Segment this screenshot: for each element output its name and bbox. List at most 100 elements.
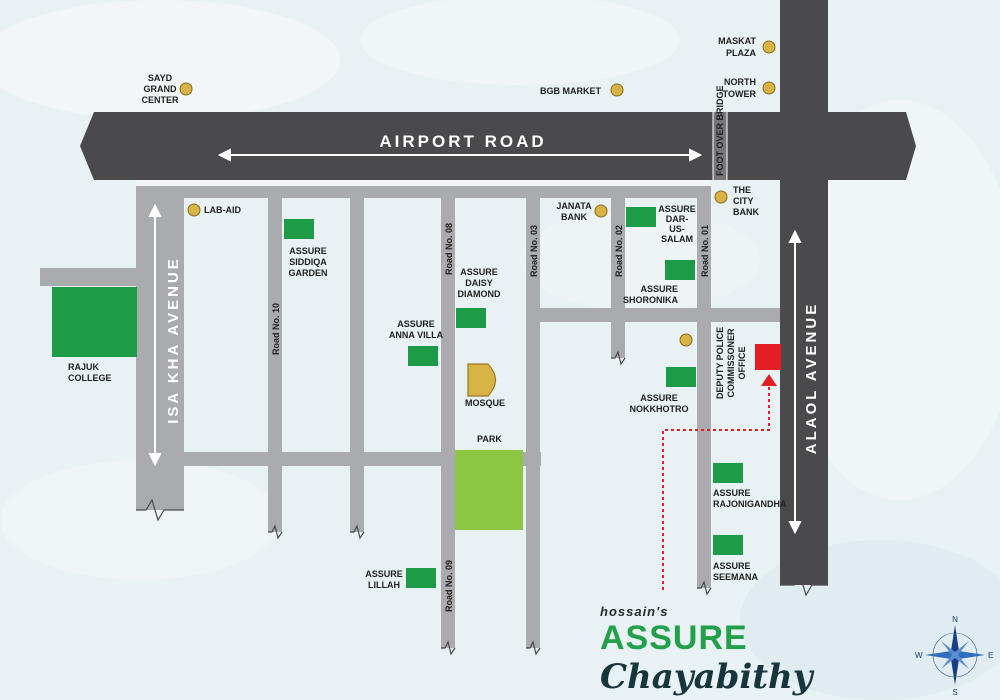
route-path — [662, 386, 770, 590]
shoronika-marker — [665, 260, 695, 280]
shoronika-label-line: ASSURE — [640, 284, 678, 294]
deputy-police-office-label: DEPUTY POLICECOMMISSONEROFFICE — [715, 327, 747, 399]
compass-rose-icon: N S E W — [915, 615, 993, 697]
daisy-diamond-label-line: ASSURE — [460, 267, 498, 277]
north-tower-label-line: TOWER — [723, 89, 757, 99]
road-no-10-line — [268, 198, 282, 532]
road-no-03-label: Road No. 03 — [529, 225, 539, 277]
compass-e: E — [988, 651, 993, 660]
north-tower-label: NORTH TOWER — [723, 77, 757, 99]
foot-over-bridge: FOOT OVER BRIDGE — [712, 85, 728, 180]
bgb-market-label: BGB MARKET — [540, 86, 601, 96]
road-no-01-line — [697, 198, 711, 588]
service-road-top-edge — [136, 186, 711, 198]
lillah-label-line: ASSURE — [365, 569, 403, 579]
target-location-marker — [755, 344, 781, 370]
seemana-label-line: ASSURE — [713, 561, 751, 571]
isa-kha-avenue-label: ISA KHA AVENUE — [165, 256, 182, 424]
brand-logo: hossain's ASSURE Chayabithy — [600, 604, 815, 697]
rajonigandha-label-line: RAJONIGANDHA — [713, 499, 787, 509]
park-label: PARK — [477, 434, 502, 444]
road-no-03-line — [526, 198, 540, 308]
middle-cross-road — [526, 308, 780, 322]
deputy-police-office-line: DEPUTY POLICE — [715, 327, 725, 399]
compass-w: W — [915, 651, 923, 660]
anna-villa-marker — [408, 346, 438, 366]
daisy-diamond-label-line: DAISY — [465, 278, 493, 288]
park-label-line: PARK — [477, 434, 502, 444]
seemana-label-line: SEEMANA — [713, 572, 759, 582]
lower-cross-road — [136, 452, 541, 466]
the-city-bank-dot — [714, 190, 728, 204]
road-arrows — [148, 148, 802, 535]
siddiqa-garden-label-line: ASSURE — [289, 246, 327, 256]
maskat-plaza-dot — [762, 40, 776, 54]
the-city-bank-label-line: BANK — [733, 207, 759, 217]
dar-us-salam-label-line: DAR- — [666, 214, 689, 224]
mosque-icon — [467, 363, 497, 397]
road-350-line — [350, 198, 364, 532]
target-arrow-icon — [761, 374, 777, 386]
airport-road-label: AIRPORT ROAD — [379, 132, 546, 151]
sayd-grand-center-label-line: GRAND — [144, 84, 177, 94]
rajuk-college-label-line: RAJUK — [68, 362, 100, 372]
dar-us-salam-label-line: ASSURE — [658, 204, 696, 214]
brand-main-text: ASSURE — [600, 619, 748, 657]
brand-small-text: hossain's — [600, 604, 668, 619]
rajuk-college-label-line: COLLEGE — [68, 373, 112, 383]
sayd-grand-center-label-line: SAYD — [148, 73, 173, 83]
park-area — [455, 450, 523, 530]
road-no-02-line — [611, 198, 625, 358]
bgb-market-dot — [610, 83, 624, 97]
maskat-plaza-label-line: MASKAT — [718, 36, 756, 46]
mosque-label: MOSQUE — [465, 398, 505, 408]
rajuk-college-block — [52, 287, 137, 357]
the-city-bank-label-line: CITY — [733, 196, 754, 206]
lab-aid-dot — [187, 203, 201, 217]
siddiqa-garden-marker — [284, 219, 314, 239]
rajonigandha-label-line: ASSURE — [713, 488, 751, 498]
dar-us-salam-label-line: SALAM — [661, 234, 693, 244]
alaol-avenue-road — [780, 0, 828, 585]
anna-villa-label-line: ASSURE — [397, 319, 435, 329]
shoronika-label-line: SHORONIKA — [623, 295, 679, 305]
siddiqa-garden-label-line: GARDEN — [288, 268, 327, 278]
alaol-avenue-label: ALAOL AVENUE — [803, 302, 820, 454]
road-cut-marks — [136, 350, 828, 656]
foot-over-bridge-label: FOOT OVER BRIDGE — [715, 85, 725, 176]
sayd-grand-center-label-line: CENTER — [141, 95, 179, 105]
deputy-police-dot — [679, 333, 693, 347]
compass-n: N — [952, 615, 958, 624]
sayd-grand-center-dot — [179, 82, 193, 96]
project-markers — [284, 207, 743, 588]
lab-aid-label-line: LAB-AID — [204, 205, 241, 215]
compass-s: S — [952, 688, 957, 697]
janata-bank-dot — [594, 204, 608, 218]
the-city-bank-label-line: THE — [733, 185, 751, 195]
major-roads — [80, 0, 916, 585]
siddiqa-garden-label-line: SIDDIQA — [289, 257, 327, 267]
north-tower-label-line: NORTH — [724, 77, 756, 87]
anna-villa-label-line: ANNA VILLA — [389, 330, 444, 340]
janata-bank-label-line: JANATA — [556, 201, 592, 211]
rajuk-access-road — [40, 268, 136, 286]
nokkhotro-label-line: ASSURE — [640, 393, 678, 403]
minor-roads — [40, 180, 780, 648]
road-no-02-label: Road No. 02 — [614, 225, 624, 277]
road-no-08-line — [441, 198, 455, 648]
